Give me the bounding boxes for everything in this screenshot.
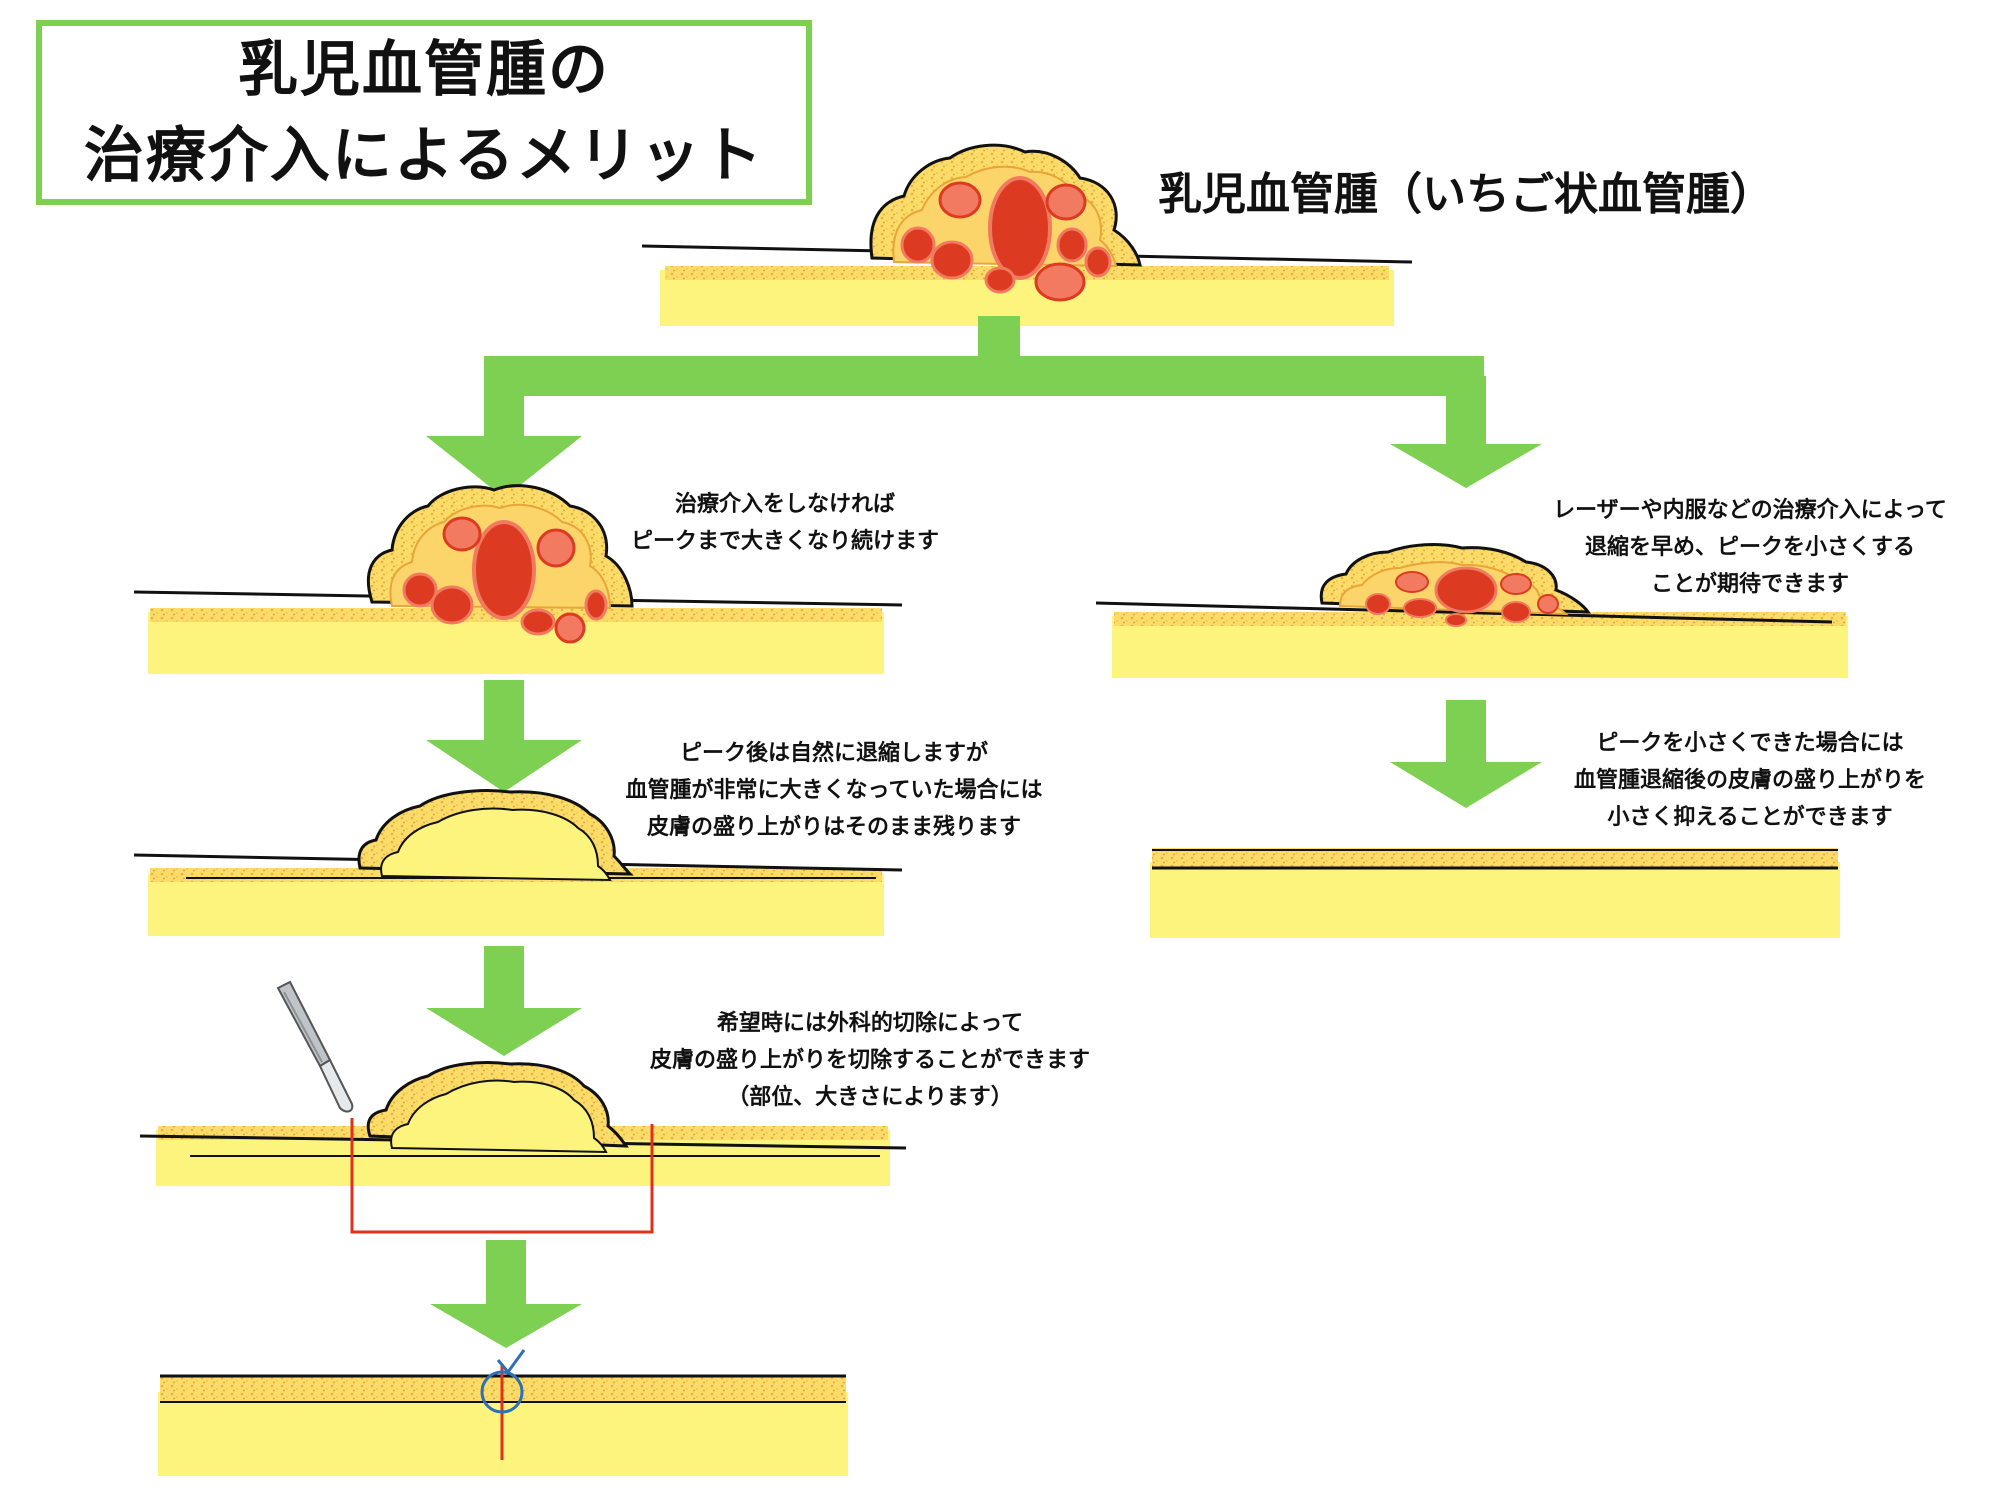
- vessel: [1501, 601, 1531, 623]
- scalpel-icon: [276, 980, 354, 1113]
- vessel: [520, 608, 556, 636]
- title-box: 乳児血管腫の 治療介入によるメリット: [36, 20, 812, 205]
- vessel: [1034, 262, 1086, 302]
- skin-block: [148, 612, 884, 674]
- vessel: [1445, 613, 1467, 627]
- skin-block: [1112, 616, 1848, 678]
- arrow-right-shaft: [1446, 376, 1486, 444]
- suture-icon: [480, 1349, 526, 1414]
- caption-surgery: 希望時には外科的切除によって 皮膚の盛り上がりを切除することができます （部位、…: [649, 1011, 1090, 1110]
- vessel: [1084, 246, 1112, 278]
- vessel: [1045, 183, 1087, 221]
- stage-sutured: [158, 1364, 848, 1476]
- diagram-heading: 乳児血管腫（いちご状血管腫）: [1158, 169, 1774, 220]
- vessel: [1500, 573, 1532, 595]
- arrow-stem: [978, 316, 1020, 356]
- title-line-1: 乳児血管腫の: [238, 34, 610, 105]
- skin-block: [148, 874, 884, 936]
- arrow-head: [1390, 762, 1542, 808]
- incision-line: [350, 1118, 654, 1234]
- vessel: [430, 585, 474, 625]
- arrow-shaft: [1446, 700, 1486, 762]
- arrow-left-head: [426, 436, 582, 498]
- arrow-head: [430, 1304, 582, 1348]
- vessel: [1403, 598, 1437, 618]
- caption-no-treatment: 治療介入をしなければ ピークまで大きくなり続けます: [630, 492, 939, 554]
- vessel: [988, 176, 1052, 280]
- arrow-shaft: [486, 1240, 526, 1304]
- stage-residual-bulge: [133, 789, 903, 936]
- vessel: [900, 226, 936, 264]
- stage-surgery: [139, 1061, 907, 1234]
- title-line-2: 治療介入によるメリット: [83, 120, 765, 191]
- caption-small-peak: ピークを小さくできた場合には 血管腫退縮後の皮膚の盛り上がりを 小さく抑えること…: [1573, 731, 1926, 830]
- arrow-shaft: [484, 680, 524, 740]
- vessel: [536, 528, 576, 568]
- vessel: [984, 266, 1016, 294]
- arrow-right-head: [1390, 444, 1542, 488]
- skin-surface: [1152, 848, 1838, 868]
- vessel: [1434, 566, 1498, 614]
- stage-treated-peak: [1095, 543, 1848, 678]
- arrow-head: [426, 1008, 582, 1056]
- vessel: [1056, 227, 1088, 263]
- vessel: [1395, 571, 1429, 593]
- bulge-inner: [380, 807, 612, 882]
- arrow-bar: [484, 356, 1484, 396]
- stage-arrows: [426, 680, 1542, 1348]
- vessel: [554, 612, 586, 644]
- vessel: [402, 572, 438, 608]
- caption-treatment: レーザーや内服などの治療介入によって 退縮を早め、ピークを小さくする ことが期待…: [1553, 498, 1947, 597]
- vessel: [472, 520, 536, 620]
- vessel: [1537, 594, 1559, 614]
- vessel: [1365, 593, 1391, 615]
- vessel: [930, 240, 974, 280]
- caption-after-peak: ピーク後は自然に退縮しますが 血管腫が非常に大きくなっていた場合には 皮膚の盛り…: [625, 741, 1043, 840]
- skin-block: [1150, 862, 1840, 938]
- stage-original: [641, 143, 1413, 326]
- stage-flat-skin: [1150, 848, 1840, 938]
- skin-surface: [1114, 612, 1846, 626]
- vessel: [938, 181, 982, 219]
- stage-untreated-peak: [133, 484, 903, 674]
- branch-arrows: [426, 316, 1542, 498]
- vessel: [584, 589, 608, 621]
- bulge-inner: [390, 1079, 608, 1154]
- vessel: [442, 516, 482, 552]
- arrow-shaft: [484, 946, 524, 1008]
- arrow-left-shaft: [484, 376, 524, 436]
- arrow-head: [426, 740, 582, 792]
